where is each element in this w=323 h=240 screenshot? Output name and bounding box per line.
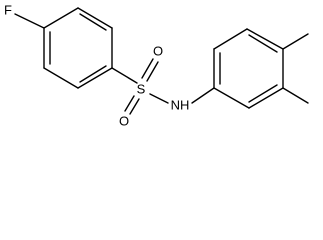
fluorine-label: F bbox=[4, 3, 12, 18]
fluorophenyl-ring bbox=[43, 7, 113, 89]
s-o-double-bond bbox=[129, 98, 140, 115]
ring-a-bond bbox=[43, 7, 79, 29]
ring-b-inner-double-bond bbox=[248, 84, 278, 103]
amide-nh-label: NH bbox=[171, 98, 190, 113]
sulfur-label: S bbox=[137, 82, 146, 97]
ring-a-bond bbox=[43, 67, 79, 89]
molecule-structure: F S O O NH bbox=[4, 2, 309, 129]
s-o-double-bond bbox=[146, 61, 159, 82]
ring-a-bond bbox=[77, 67, 113, 89]
s-n-bond bbox=[149, 93, 169, 104]
methyl-bond-lower bbox=[282, 87, 309, 104]
s-o-double-bond bbox=[124, 95, 135, 112]
ring-b-bond bbox=[213, 28, 248, 50]
dimethylphenyl-ring bbox=[213, 28, 284, 109]
ring-a-inner-double-bond bbox=[79, 13, 107, 31]
ring-a-inner-double-bond bbox=[79, 65, 107, 83]
ring-a-bond bbox=[77, 7, 113, 29]
oxygen-bottom-label: O bbox=[119, 114, 129, 129]
ring-b-bond bbox=[213, 87, 250, 109]
methyl-bond-upper bbox=[282, 33, 309, 50]
s-o-double-bond bbox=[141, 58, 154, 79]
ring-b-bond bbox=[248, 87, 284, 109]
sulfonyl-group: S O O bbox=[119, 44, 163, 129]
c-f-bond bbox=[14, 13, 45, 29]
ring-b-bond bbox=[246, 28, 284, 50]
n-c-bond bbox=[191, 87, 215, 104]
c-s-bond bbox=[111, 67, 138, 84]
ring-b-inner-double-bond bbox=[248, 34, 278, 53]
oxygen-top-label: O bbox=[153, 44, 163, 59]
